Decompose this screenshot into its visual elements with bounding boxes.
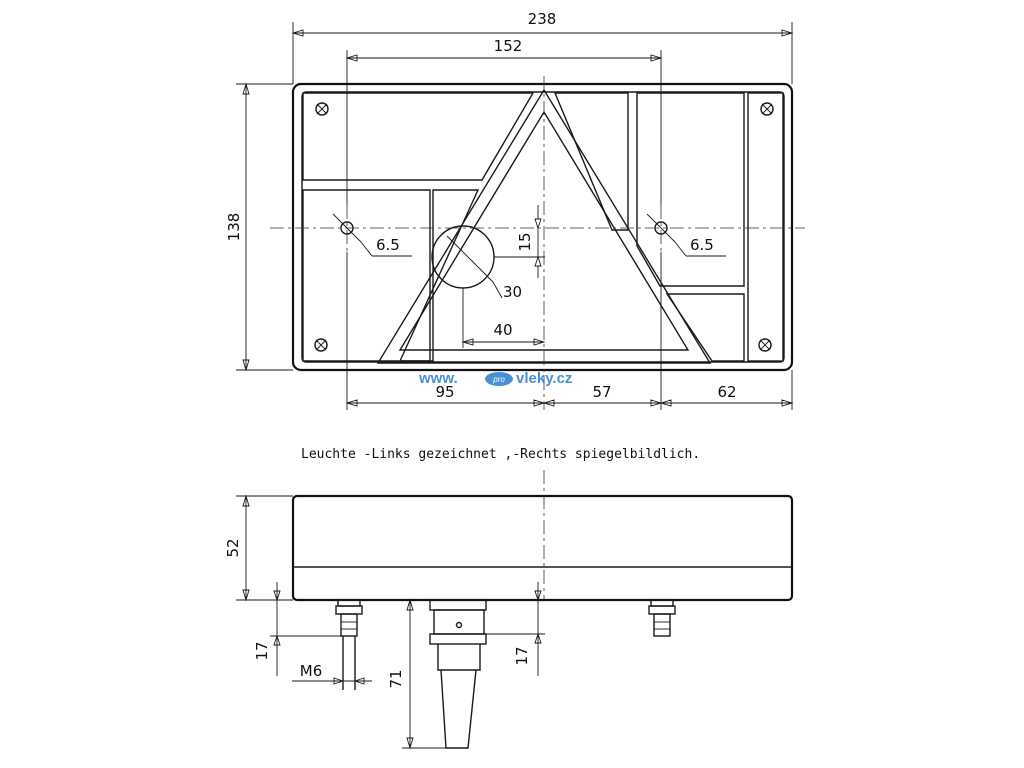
watermark-prefix: www. bbox=[418, 370, 458, 387]
dim-offset-15: 15 bbox=[516, 232, 534, 251]
dim-cable-hole-diameter: 30 bbox=[503, 283, 522, 301]
watermark-badge-icon bbox=[485, 372, 513, 386]
dim-connector-length: 71 bbox=[387, 669, 405, 688]
dim-stud-length: 17 bbox=[253, 641, 271, 660]
dim-thread: M6 bbox=[300, 662, 323, 680]
screw-icon bbox=[758, 338, 772, 352]
dim-hole-spacing: 152 bbox=[494, 37, 523, 55]
dim-connector-offset: 17 bbox=[513, 646, 531, 665]
mounting-stud-left bbox=[335, 599, 363, 690]
right-edge-compartment bbox=[747, 92, 784, 362]
dim-hole-right-diameter: 6.5 bbox=[690, 236, 714, 254]
watermark-badge: pro bbox=[492, 375, 505, 384]
screw-icon bbox=[315, 102, 329, 116]
housing-inner-outline bbox=[301, 91, 785, 363]
dim-62: 62 bbox=[717, 383, 736, 401]
right-tall-compartment bbox=[636, 92, 745, 287]
drawing-note: Leuchte -Links gezeichnet ,-Rechts spieg… bbox=[301, 447, 700, 462]
watermark: www. pro vleky.cz bbox=[418, 370, 572, 387]
side-view: 52 17 M6 71 17 bbox=[224, 470, 794, 750]
right-upper-compartment bbox=[553, 92, 629, 231]
right-lower-compartment bbox=[665, 293, 745, 362]
dim-95: 95 bbox=[435, 383, 454, 401]
left-middle-compartment bbox=[398, 189, 480, 362]
mounting-stud-right bbox=[648, 599, 676, 637]
screw-icon bbox=[314, 338, 328, 352]
housing-outline bbox=[291, 82, 794, 372]
dim-side-height: 52 bbox=[224, 538, 242, 557]
top-view: 238 152 138 6.5 6.5 15 30 bbox=[225, 10, 805, 410]
screw-icon bbox=[760, 102, 774, 116]
housing-side-outline bbox=[291, 494, 794, 602]
cable-connector bbox=[429, 599, 487, 749]
dim-overall-width: 238 bbox=[528, 10, 557, 28]
triangle-reflector-inner bbox=[398, 110, 690, 351]
watermark-suffix: vleky.cz bbox=[516, 370, 572, 387]
cable-hole bbox=[431, 225, 495, 289]
dim-overall-height: 138 bbox=[225, 213, 243, 242]
dim-40: 40 bbox=[493, 321, 512, 339]
left-upper-compartment bbox=[302, 92, 535, 181]
dim-hole-left-diameter: 6.5 bbox=[376, 236, 400, 254]
dim-57: 57 bbox=[592, 383, 611, 401]
